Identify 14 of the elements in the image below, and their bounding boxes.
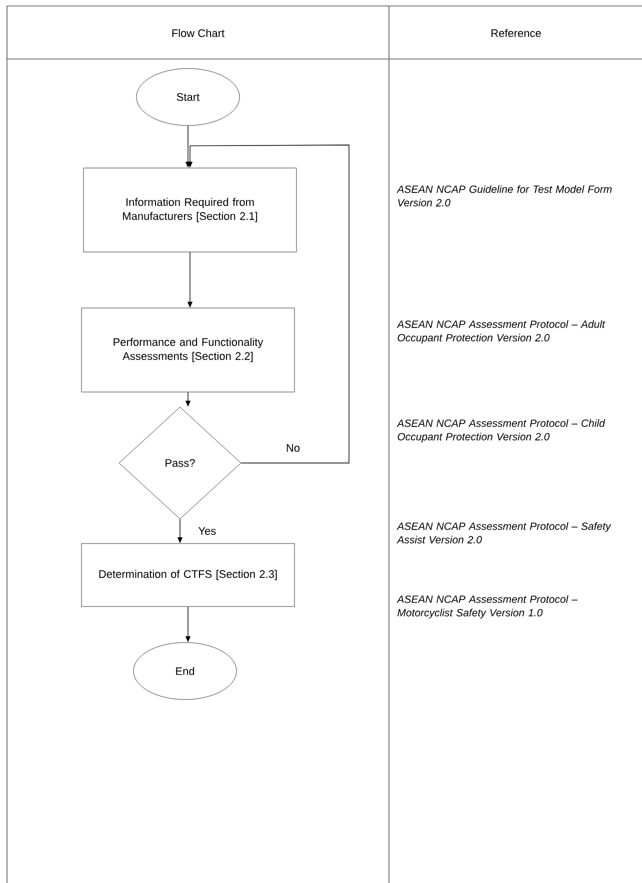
edge-label: No [284,443,302,453]
column-header: Flow Chart [172,28,224,38]
edge-label: Yes [197,526,218,536]
column-header: Reference [492,28,541,38]
reference-text: ASEAN NCAP Guideline for Test Model Form Version 2.0 [396,185,612,206]
reference-text: ASEAN NCAP Assessment Protocol – Motorcyclist Safety Version 1.0 [396,595,578,618]
terminal-oval: End [133,642,237,700]
process-box: Information Required from Manufacturers [Section 2.1] [83,168,297,252]
process-box: Performance and Functionality Assessments [Section 2.2] [81,308,295,392]
process-box: Determination of CTFS [Section 2.3] [81,543,295,607]
terminal-oval: Start [136,68,240,126]
reference-text: ASEAN NCAP Assessment Protocol – Adult Occupant Protection Version 2.0 [396,320,606,344]
reference-text: ASEAN NCAP Assessment Protocol – Safety Assist Version 2.0 [396,522,612,544]
reference-text: ASEAN NCAP Assessment Protocol – Child Occupant Protection Version 2.0 [396,419,606,442]
